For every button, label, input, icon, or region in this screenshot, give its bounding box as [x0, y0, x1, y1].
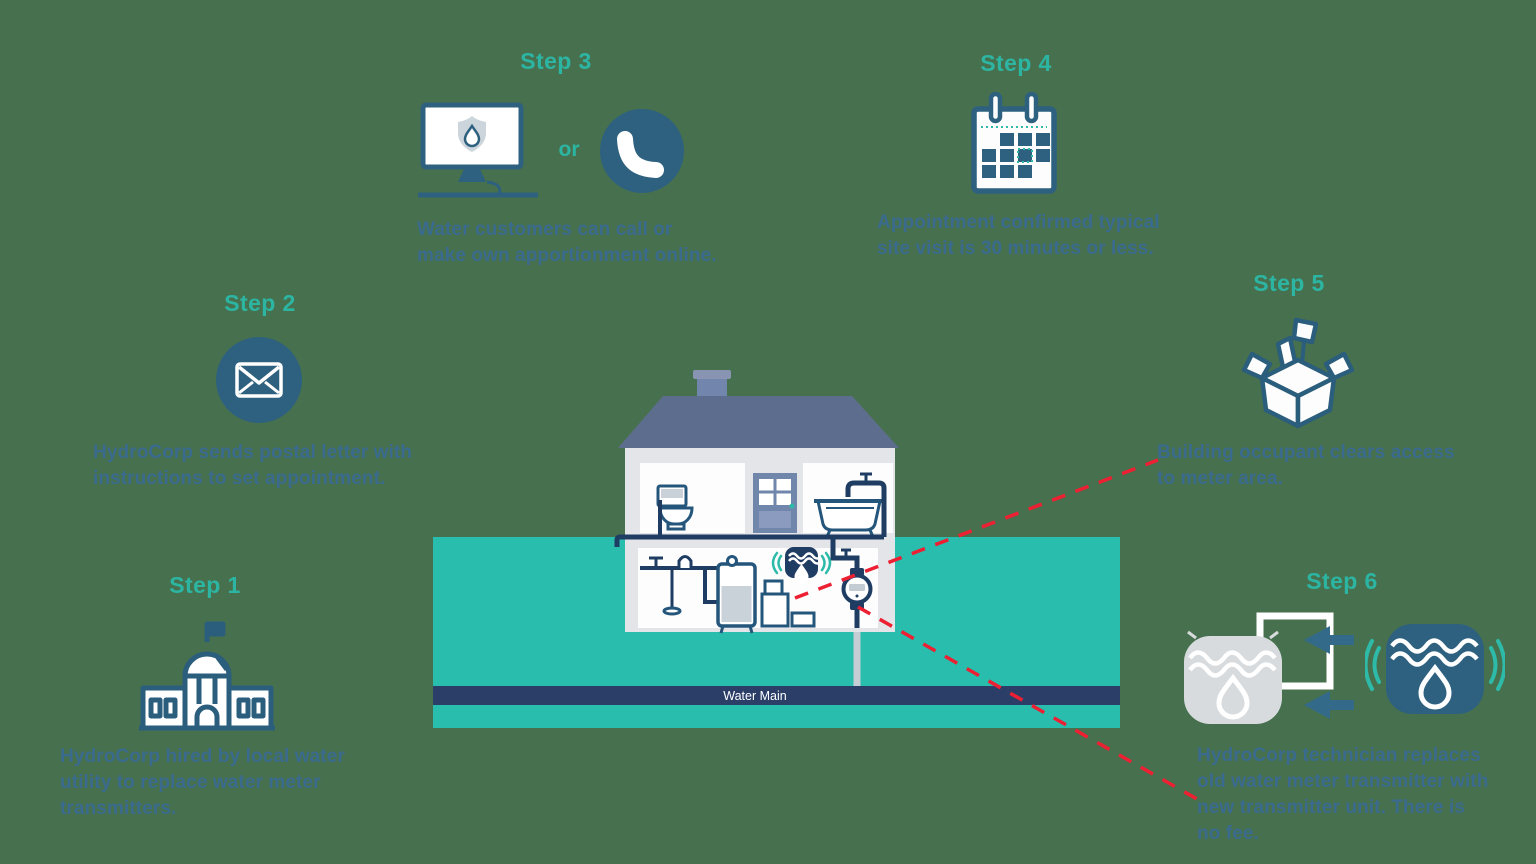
step5-title: Step 5	[1253, 270, 1325, 296]
new-transmitter-icon	[1365, 624, 1505, 714]
step4-title: Step 4	[980, 50, 1052, 76]
water-heater	[716, 555, 757, 634]
front-door	[753, 473, 797, 533]
or-connector-label: or	[558, 138, 580, 161]
step3-title: Step 3	[520, 48, 592, 74]
floor-drain	[662, 606, 682, 616]
chimney-cap	[693, 370, 731, 379]
calendar-icon	[971, 92, 1057, 194]
bathtub-icon	[814, 499, 882, 540]
storage-boxes	[760, 579, 816, 628]
phone-icon	[600, 109, 684, 193]
swap-arrow-top-icon	[1304, 626, 1354, 654]
step1-description: HydroCorp hired by local water utility t…	[60, 746, 345, 819]
open-moving-box-icon	[1241, 317, 1355, 429]
cutaway-house	[614, 370, 899, 634]
government-building-icon	[139, 621, 275, 731]
old-transmitter-icon	[1184, 630, 1282, 724]
swap-arrow-bottom-icon	[1304, 691, 1354, 719]
step6-description: HydroCorp technician replaces old water …	[1197, 745, 1489, 844]
tub-faucet	[845, 472, 887, 537]
roof	[618, 396, 899, 448]
computer-monitor-water-icon	[418, 102, 538, 198]
basement-transmitter-icon	[771, 547, 832, 584]
envelope-icon	[216, 337, 302, 423]
step3-description: Water customers can call or make own app…	[417, 219, 717, 266]
room-left	[640, 463, 745, 533]
water-meter	[841, 568, 873, 610]
chimney	[697, 379, 727, 397]
step2-title: Step 2	[224, 290, 296, 316]
water-main-label: Water Main	[723, 689, 786, 703]
plumbing-pipes	[614, 500, 884, 628]
house-scene: Water Main	[433, 370, 1198, 801]
toilet-icon	[656, 484, 694, 531]
step6-title: Step 6	[1306, 568, 1378, 594]
step1-title: Step 1	[169, 572, 241, 598]
step4-description: Appointment confirmed typical site visit…	[877, 212, 1160, 259]
step2-description: HydroCorp sends postal letter with instr…	[93, 442, 413, 489]
water-main-band	[433, 686, 1120, 705]
step5-description: Building occupant clears access to meter…	[1157, 442, 1455, 489]
